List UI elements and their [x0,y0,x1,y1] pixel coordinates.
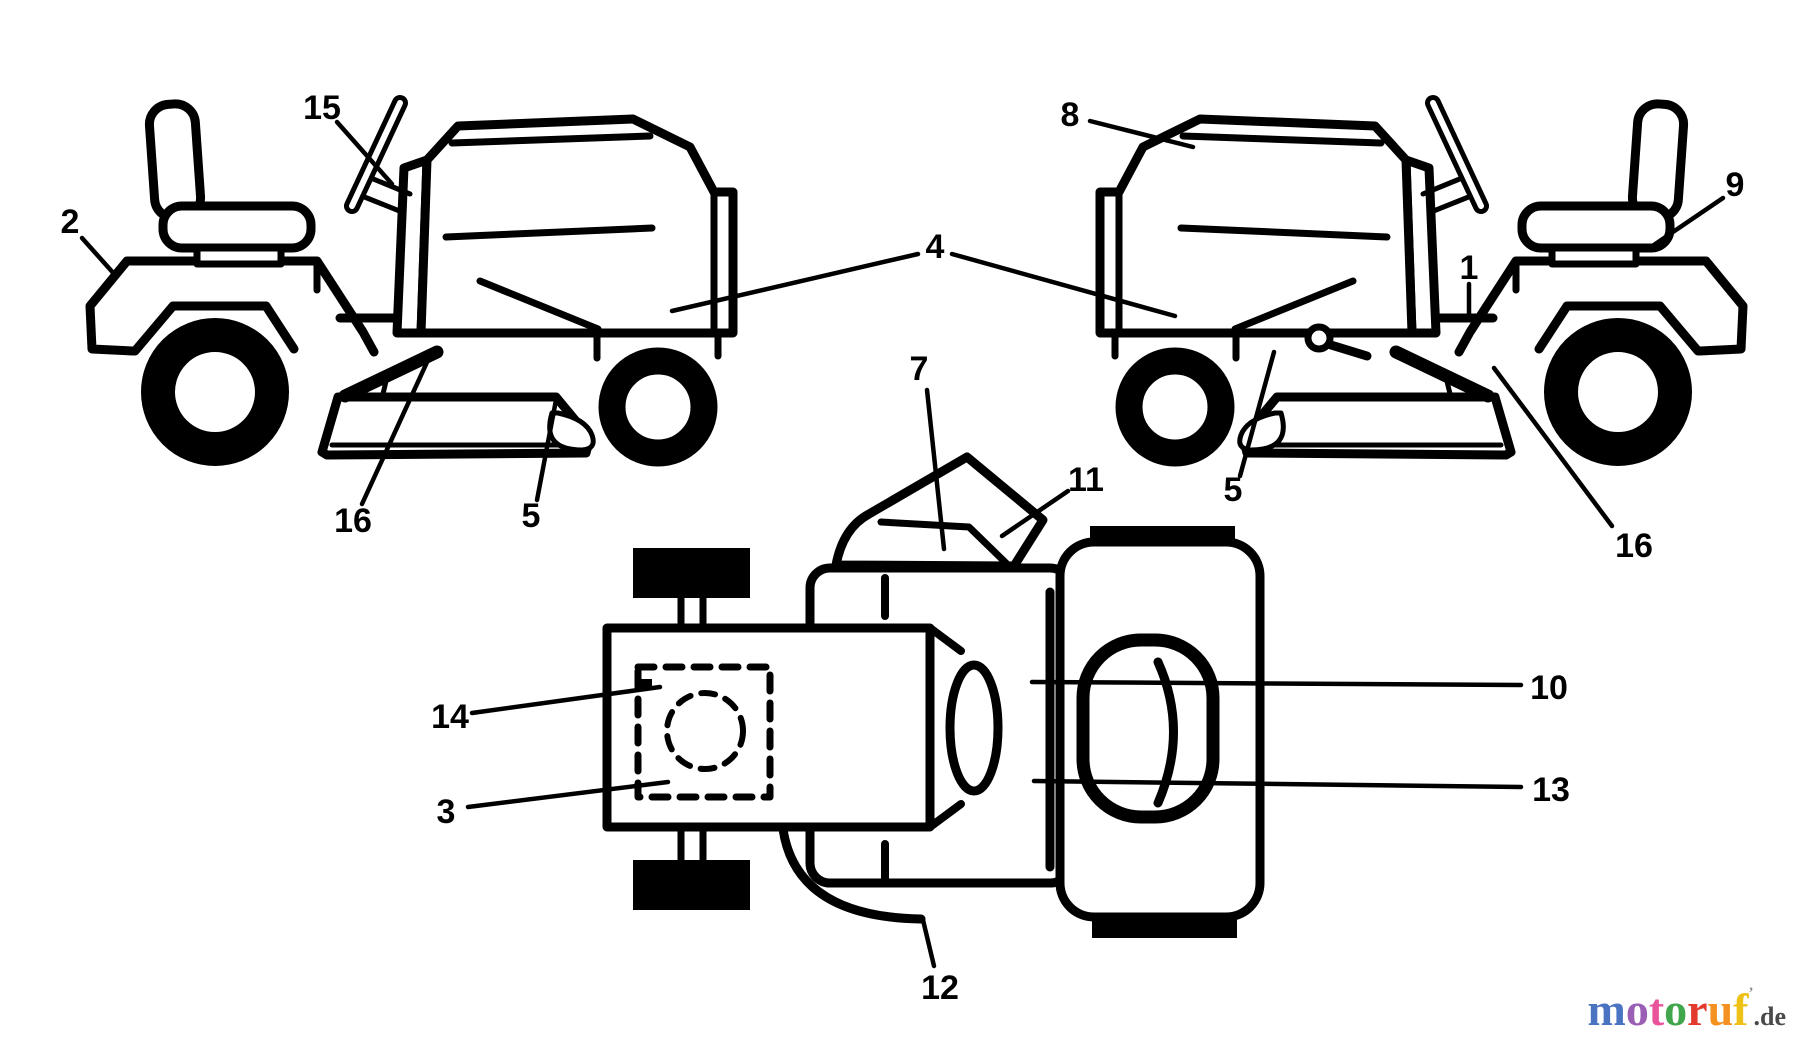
steering-column-top [945,660,1003,796]
leader-line-12 [920,917,937,969]
leader-line-15 [334,119,395,187]
leader-line-10 [1029,679,1524,688]
front-axle-top [677,594,707,632]
callout-9: 9 [1726,166,1745,204]
right-tractor-side-view [1100,103,1743,455]
left-tractor-side-view [90,103,733,455]
logo-letter: u [1707,984,1734,1035]
callout-14: 14 [431,698,469,736]
rear-wheel-top-bar [1090,526,1235,544]
leader-tick [640,679,652,688]
steering-wheel-top-view [1076,633,1220,824]
logo-letter: t [1648,984,1665,1035]
leader-line-11 [999,488,1071,539]
motoruf-logo: motoruf’.de [1588,986,1787,1033]
console-connectors [926,624,965,831]
front-wheel-bottom [633,860,750,910]
callout-11: 11 [1068,461,1104,499]
hood-top-view [1055,537,1265,922]
leader-line-9 [1645,195,1726,252]
callout-4: 4 [926,228,945,266]
front-wheel-top [633,548,750,598]
leader-line-13 [1031,778,1524,790]
decal-dashed-box [634,663,774,801]
callout-1: 1 [1460,249,1479,287]
leader-line-4 [669,251,921,314]
callout-16: 16 [334,502,372,540]
leader-line-3 [465,779,671,810]
rear-wheel-bottom-bar [1092,920,1237,938]
callout-7: 7 [910,350,929,388]
chute-inner-lines [877,518,1011,568]
leader-line-2 [79,235,119,279]
leader-line-16 [1491,365,1615,529]
callout-5: 5 [1224,471,1243,509]
leader-line-5 [534,397,559,503]
callout-15: 15 [303,89,341,127]
leader-line-5 [1237,349,1277,479]
logo-letter: f [1733,984,1749,1035]
belt-arc [778,824,926,924]
leader-line-7 [924,387,947,552]
decal-dashed-circle [664,690,746,772]
steering-wheel-inner-arc [1153,657,1178,808]
callout-10: 10 [1530,669,1568,707]
logo-letter: o [1625,984,1649,1035]
logo-suffix: .de [1753,1002,1787,1031]
leader-line-4 [949,251,1178,319]
leader-line-16 [359,357,431,507]
logo-letter: o [1664,984,1688,1035]
callout-5: 5 [522,497,541,535]
ignition-key-detail [1304,323,1372,361]
callout-2: 2 [61,203,80,241]
logo-letter: r [1687,984,1708,1035]
callout-8: 8 [1061,96,1080,134]
callout-12: 12 [921,969,959,1007]
leader-line-8 [1087,118,1196,150]
callout-16: 16 [1615,527,1653,565]
tractor-top-view [602,452,1265,938]
leader-line-14 [469,684,663,716]
logo-mark: ’ [1748,985,1754,1001]
callout-3: 3 [437,793,456,831]
callout-13: 13 [1532,771,1570,809]
front-axle-bottom [677,823,707,864]
logo-letter: m [1587,984,1626,1035]
